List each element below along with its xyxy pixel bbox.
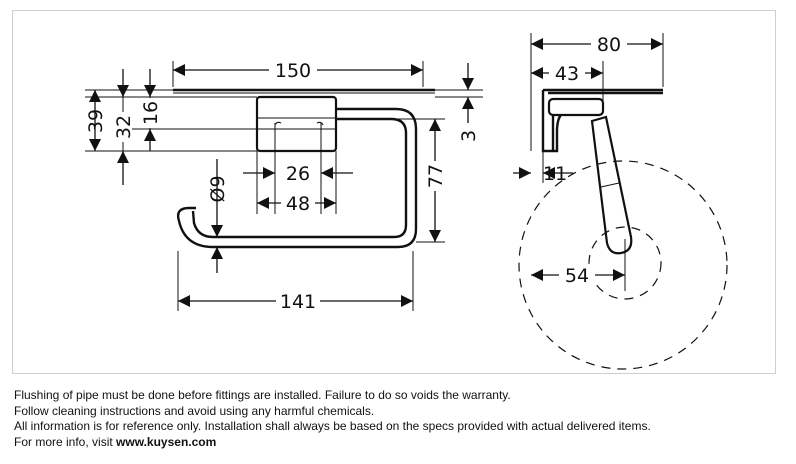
front-view: 150 39 32 16 26 48 Ø9 — [85, 59, 483, 313]
dim-32: 32 — [113, 115, 135, 139]
dim-16: 16 — [140, 101, 162, 125]
dim-11: 11 — [543, 163, 567, 185]
drawing-frame: 150 39 32 16 26 48 Ø9 — [12, 10, 776, 374]
dim-77: 77 — [425, 164, 447, 188]
note-more-info: For more info, visit www.kuysen.com — [14, 435, 784, 451]
mount-bracket — [255, 95, 338, 153]
note-cleaning: Follow cleaning instructions and avoid u… — [14, 403, 375, 418]
note-more-info-prefix: For more info, visit — [14, 434, 117, 449]
dim-141: 141 — [280, 291, 316, 313]
note-flushing: Flushing of pipe must be done before fit… — [14, 388, 511, 402]
dim-43: 43 — [555, 63, 579, 85]
dim-54: 54 — [565, 265, 589, 287]
note-reference: All information is for reference only. I… — [14, 419, 651, 433]
dim-48: 48 — [286, 193, 310, 215]
roll-core — [588, 226, 662, 300]
dim-39: 39 — [85, 109, 107, 133]
side-view: 80 43 11 54 — [513, 32, 728, 370]
roll-outline — [518, 160, 728, 370]
dim-pipe-diameter: Ø9 — [207, 175, 229, 202]
dim-26: 26 — [286, 163, 310, 185]
dim-80: 80 — [597, 34, 621, 56]
holder-arm — [176, 107, 418, 249]
website-link[interactable]: www.kuysen.com — [116, 434, 217, 449]
dim-150: 150 — [275, 60, 311, 82]
technical-drawing: 150 39 32 16 26 48 Ø9 — [85, 32, 728, 370]
notes: Flushing of pipe must be done before fit… — [14, 388, 784, 450]
dim-3: 3 — [458, 130, 480, 142]
